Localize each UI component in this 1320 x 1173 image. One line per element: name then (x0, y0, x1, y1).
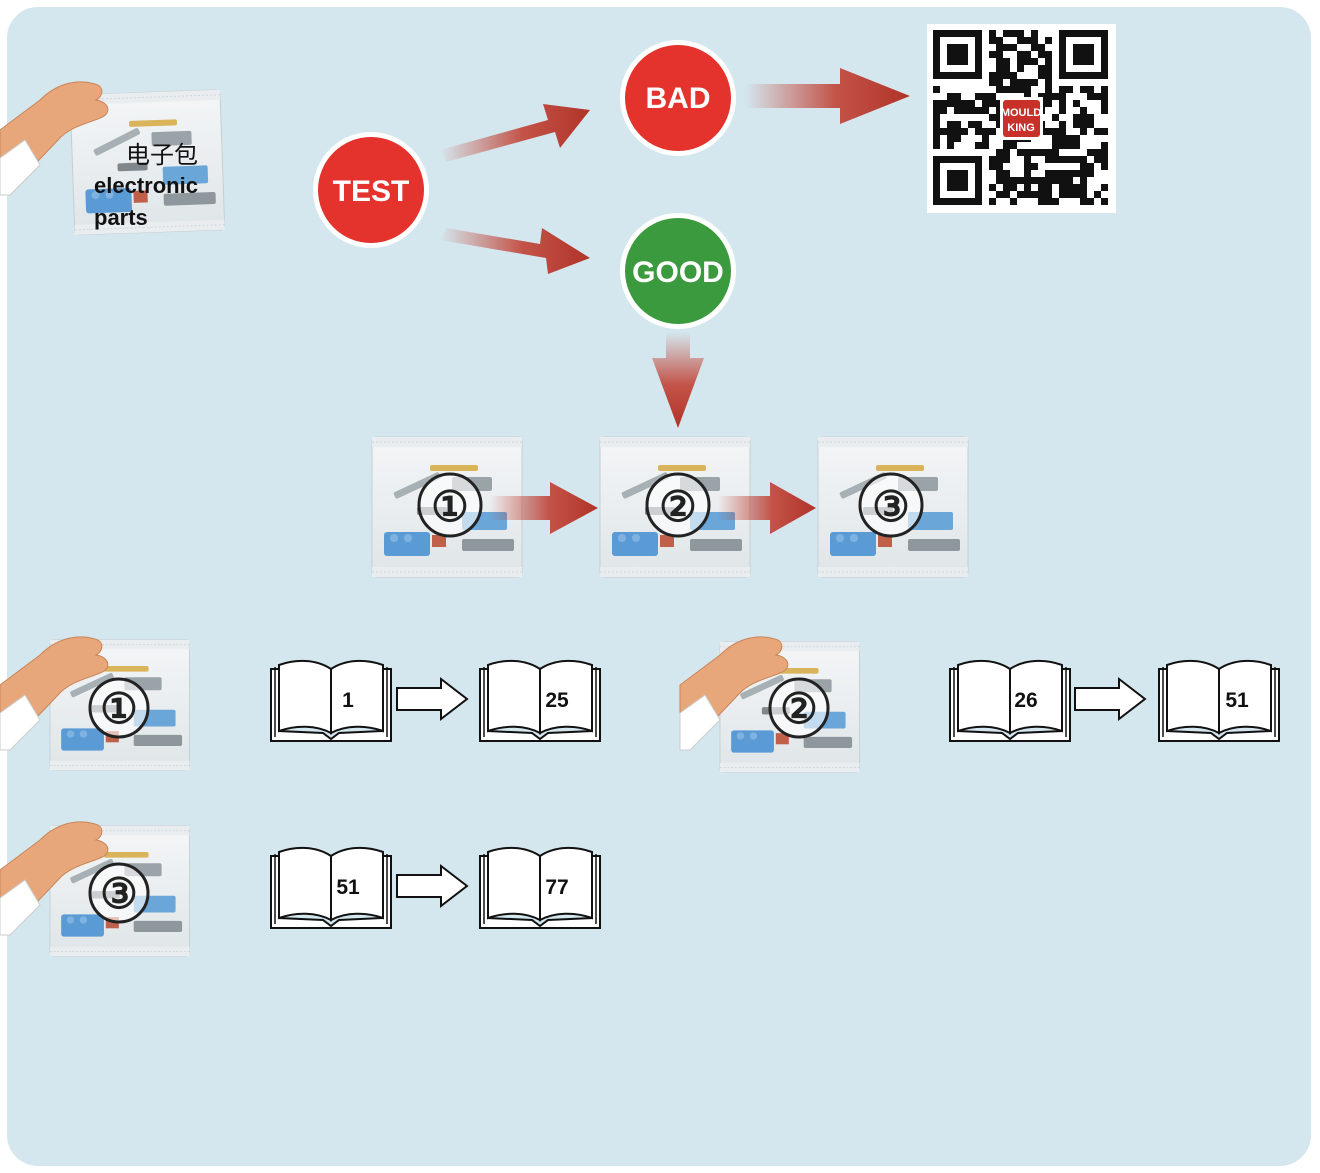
logo-text-bottom: KING (1007, 122, 1035, 134)
qr-code: MOULD KING (927, 24, 1116, 213)
bag-label-parts: parts (94, 205, 148, 230)
mould-king-logo (1003, 100, 1040, 137)
test-label: TEST (333, 175, 410, 208)
bad-node: BAD (620, 40, 736, 156)
qr-code-modules (933, 30, 1108, 205)
step-1-to-page: 25 (545, 689, 569, 712)
step-2-bag-number: ② (780, 684, 818, 733)
bag-1: ① (371, 436, 523, 578)
logo-text-top: MOULD (1001, 107, 1041, 119)
book-icon (949, 659, 1071, 742)
book-icon (1158, 659, 1280, 742)
numbered-bags-row: ① ② ③ (371, 436, 969, 578)
arrow-right-icon (396, 865, 468, 907)
book-icon (270, 659, 392, 742)
bag-label-electronic: electronic (94, 173, 198, 198)
arrow-test-to-bad (440, 104, 590, 162)
step-1: ① 1 25 (0, 636, 601, 771)
step-3-to-page: 77 (545, 876, 568, 899)
step-1-bag-number: ① (100, 684, 138, 733)
book-icon (270, 846, 392, 929)
book-icon (479, 846, 601, 929)
step-3: ③ 51 77 (0, 821, 601, 957)
bag-2: ② (599, 436, 751, 578)
arrow-bad-to-qr (745, 68, 910, 124)
bag-1-number: ① (431, 482, 469, 531)
step-2-from-page: 26 (1014, 689, 1037, 712)
arrow-test-to-good (440, 228, 590, 274)
bag-label-chinese: 电子包 (126, 141, 198, 169)
arrow-right-icon (1074, 678, 1146, 720)
bag-3: ③ (817, 436, 969, 578)
bag-3-number: ③ (872, 482, 910, 531)
bad-label: BAD (646, 82, 711, 115)
electronic-parts-bag: 电子包 electronic parts (69, 89, 226, 236)
book-icon (479, 659, 601, 742)
arrow-right-icon (396, 678, 468, 720)
step-2-to-page: 51 (1225, 689, 1249, 712)
step-2: ② 26 51 (679, 636, 1280, 773)
step-3-from-page: 51 (336, 876, 360, 899)
step-1-from-page: 1 (342, 689, 354, 712)
arrow-bag2-to-bag3 (718, 482, 816, 534)
test-node: TEST (313, 132, 429, 248)
good-label: GOOD (632, 256, 724, 289)
arrow-good-to-bags (652, 332, 704, 428)
bag-2-number: ② (659, 482, 697, 531)
good-node: GOOD (620, 213, 736, 329)
arrow-bag1-to-bag2 (490, 482, 598, 534)
step-3-bag-number: ③ (100, 869, 138, 918)
